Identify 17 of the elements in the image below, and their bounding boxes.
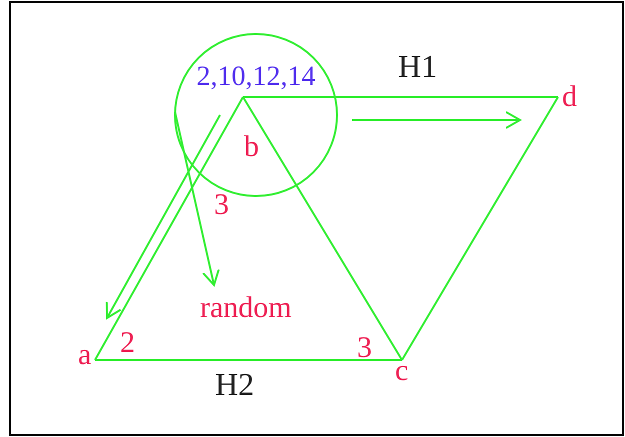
point-label: c [395, 356, 408, 386]
line-segment [95, 359, 402, 361]
angle-label: 2 [120, 328, 135, 358]
angle-label: 3 [357, 333, 372, 363]
point-label: a [78, 340, 92, 370]
point-label: d [562, 82, 577, 112]
line-segment [242, 96, 403, 361]
line-segment [94, 96, 244, 360]
edge-label: H1 [398, 50, 438, 82]
line-segment [243, 96, 558, 98]
point-label: random [200, 293, 292, 323]
line-segment [401, 96, 559, 360]
point-label: b [244, 132, 259, 162]
edge-label: H2 [215, 368, 254, 400]
angle-label: 3 [214, 190, 229, 220]
vertex-label-list: 2,10,12,14 [190, 63, 322, 91]
arrow [174, 112, 220, 286]
